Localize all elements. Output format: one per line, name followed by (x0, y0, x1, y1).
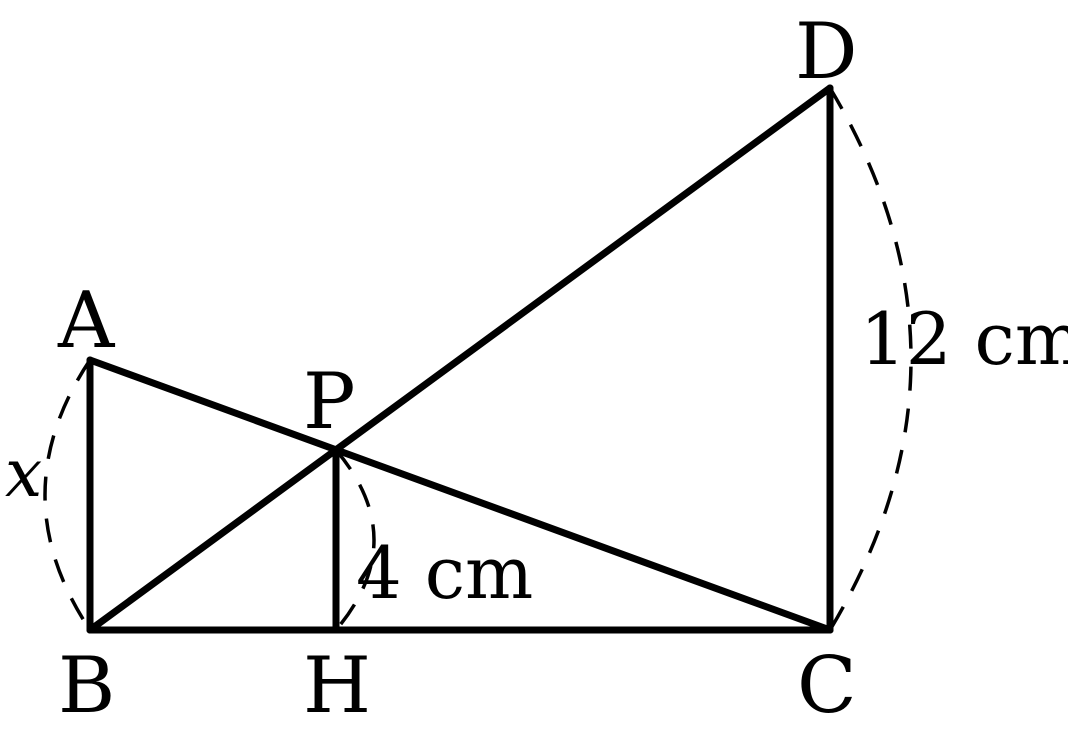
dimension-arc-ph (334, 448, 376, 632)
point-label-p: P (303, 357, 355, 447)
point-label-c: C (797, 641, 857, 731)
point-label-d: D (795, 7, 858, 97)
segment-bd (86, 84, 834, 634)
length-label-ab: x (5, 435, 42, 512)
segment-ac (86, 356, 834, 634)
length-label-dc: 12 cm (860, 297, 1068, 381)
dimension-arc-dc (828, 87, 913, 631)
point-label-a: A (57, 276, 116, 366)
point-label-b: B (58, 641, 115, 731)
dimension-arc-ab (43, 359, 92, 631)
length-label-ph: 4 cm (356, 531, 533, 615)
point-label-h: H (303, 641, 371, 731)
